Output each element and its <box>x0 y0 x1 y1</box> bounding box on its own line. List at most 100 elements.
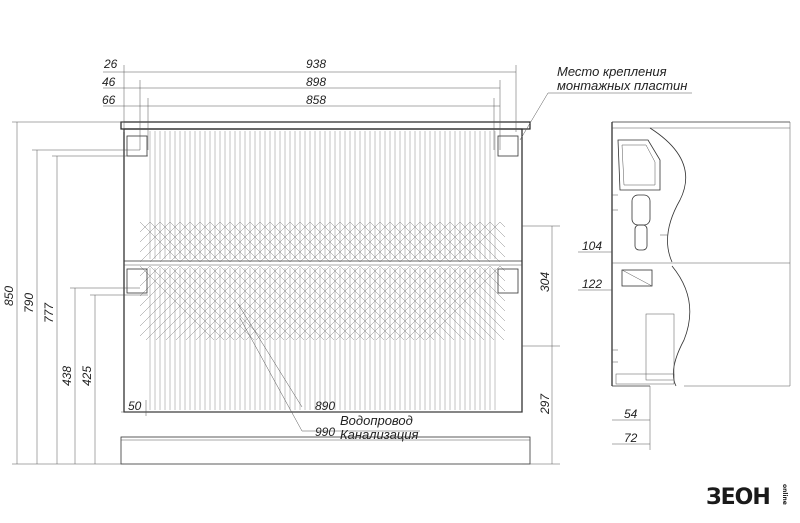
dim-297: 297 <box>538 393 552 415</box>
lattice-line <box>499 265 506 272</box>
lattice-line <box>219 265 295 341</box>
dim-122: 122 <box>582 277 602 291</box>
bottom-dimensions: 50 890 990 <box>121 399 530 441</box>
lattice-line <box>149 265 225 341</box>
mount-plate <box>497 135 519 157</box>
lattice-line <box>319 221 361 263</box>
lattice-line <box>309 221 351 263</box>
lattice-line <box>279 265 355 341</box>
lattice-line <box>245 265 321 341</box>
lattice-line <box>179 221 221 263</box>
lattice-line <box>285 265 361 341</box>
lattice-line <box>389 221 431 263</box>
lattice-line <box>289 265 365 341</box>
lattice-line <box>169 221 211 263</box>
lattice-line <box>425 265 501 341</box>
front-view <box>120 121 531 465</box>
lattice-line <box>409 221 451 263</box>
lattice-line <box>189 265 265 341</box>
lattice-line <box>229 265 305 341</box>
lattice-line <box>255 265 331 341</box>
siphon <box>631 194 651 226</box>
lattice-line <box>329 265 405 341</box>
lattice-line <box>265 265 341 341</box>
dim-72: 72 <box>624 431 638 445</box>
lattice-line <box>219 221 261 263</box>
dim-790: 790 <box>22 293 36 313</box>
lattice-line <box>139 265 211 337</box>
lattice-line <box>269 221 311 263</box>
side-view: 104 122 54 72 <box>578 121 791 450</box>
lattice-line <box>209 221 251 263</box>
lattice-line <box>395 265 471 341</box>
lattice-line <box>139 265 171 297</box>
lattice-line <box>289 221 331 263</box>
lattice-line <box>385 265 461 341</box>
lattice-line <box>139 265 201 327</box>
lattice-line <box>239 265 315 341</box>
lattice-line <box>429 265 505 341</box>
lattice-line <box>295 265 371 341</box>
lattice-line <box>239 221 281 263</box>
mount-plate <box>126 268 148 294</box>
lattice-line <box>139 221 151 233</box>
lattice-line <box>345 265 421 341</box>
lattice-line <box>169 265 245 341</box>
lattice-line <box>419 221 461 263</box>
lattice-line <box>229 221 271 263</box>
lattice-line <box>449 221 491 263</box>
water-pipe-label: Водопровод <box>340 413 413 428</box>
mount-plate <box>497 268 519 294</box>
pipe-box <box>621 269 653 287</box>
lattice-line <box>429 221 471 263</box>
lattice-line <box>399 221 441 263</box>
lattice-line <box>379 265 455 341</box>
lattice-line <box>499 221 506 228</box>
lattice-line <box>279 221 321 263</box>
lattice-line <box>389 265 465 341</box>
lattice-line <box>139 221 181 263</box>
mount-plates-callout: Место крепления монтажных пластин <box>519 64 692 141</box>
dim-898: 898 <box>306 75 326 89</box>
lattice-line <box>179 265 255 341</box>
lattice-line <box>259 221 301 263</box>
countertop <box>120 121 531 130</box>
lattice-line <box>375 265 451 341</box>
lattice-line <box>159 265 235 341</box>
lattice-line <box>149 221 191 263</box>
mount-plates-label-1: Место крепления <box>557 64 667 79</box>
basin-section <box>617 139 661 191</box>
lattice-line <box>329 221 371 263</box>
lattice-line <box>419 265 495 341</box>
lattice-line <box>305 265 381 341</box>
dim-425: 425 <box>80 366 94 386</box>
lattice-line <box>139 265 215 341</box>
lattice-line <box>359 265 435 341</box>
dim-46: 46 <box>102 75 116 89</box>
lattice-line <box>269 265 345 341</box>
right-dimensions: 304 297 <box>522 225 560 465</box>
dim-990: 990 <box>315 425 335 439</box>
lattice-line <box>235 265 311 341</box>
lattice-line <box>349 221 391 263</box>
dim-850: 850 <box>2 286 16 306</box>
lattice-line <box>145 265 221 341</box>
drawer-box <box>645 313 675 381</box>
dim-50: 50 <box>128 399 142 413</box>
lattice-line <box>369 265 445 341</box>
lattice-line <box>409 265 485 341</box>
lattice-line <box>139 265 181 307</box>
lattice-line <box>259 265 335 341</box>
lattice-line <box>325 265 401 341</box>
dim-26: 26 <box>103 57 118 71</box>
lattice-pattern <box>139 221 506 341</box>
lattice-line <box>415 265 491 341</box>
lattice-line <box>165 265 241 341</box>
pipe-callout: Водопровод Канализация <box>237 303 420 442</box>
lattice-line <box>205 265 281 341</box>
lattice-line <box>249 265 325 341</box>
logo-text: ЗЕОН <box>706 485 770 510</box>
dim-66: 66 <box>102 93 116 107</box>
lattice-line <box>299 265 375 341</box>
dim-54: 54 <box>624 407 638 421</box>
